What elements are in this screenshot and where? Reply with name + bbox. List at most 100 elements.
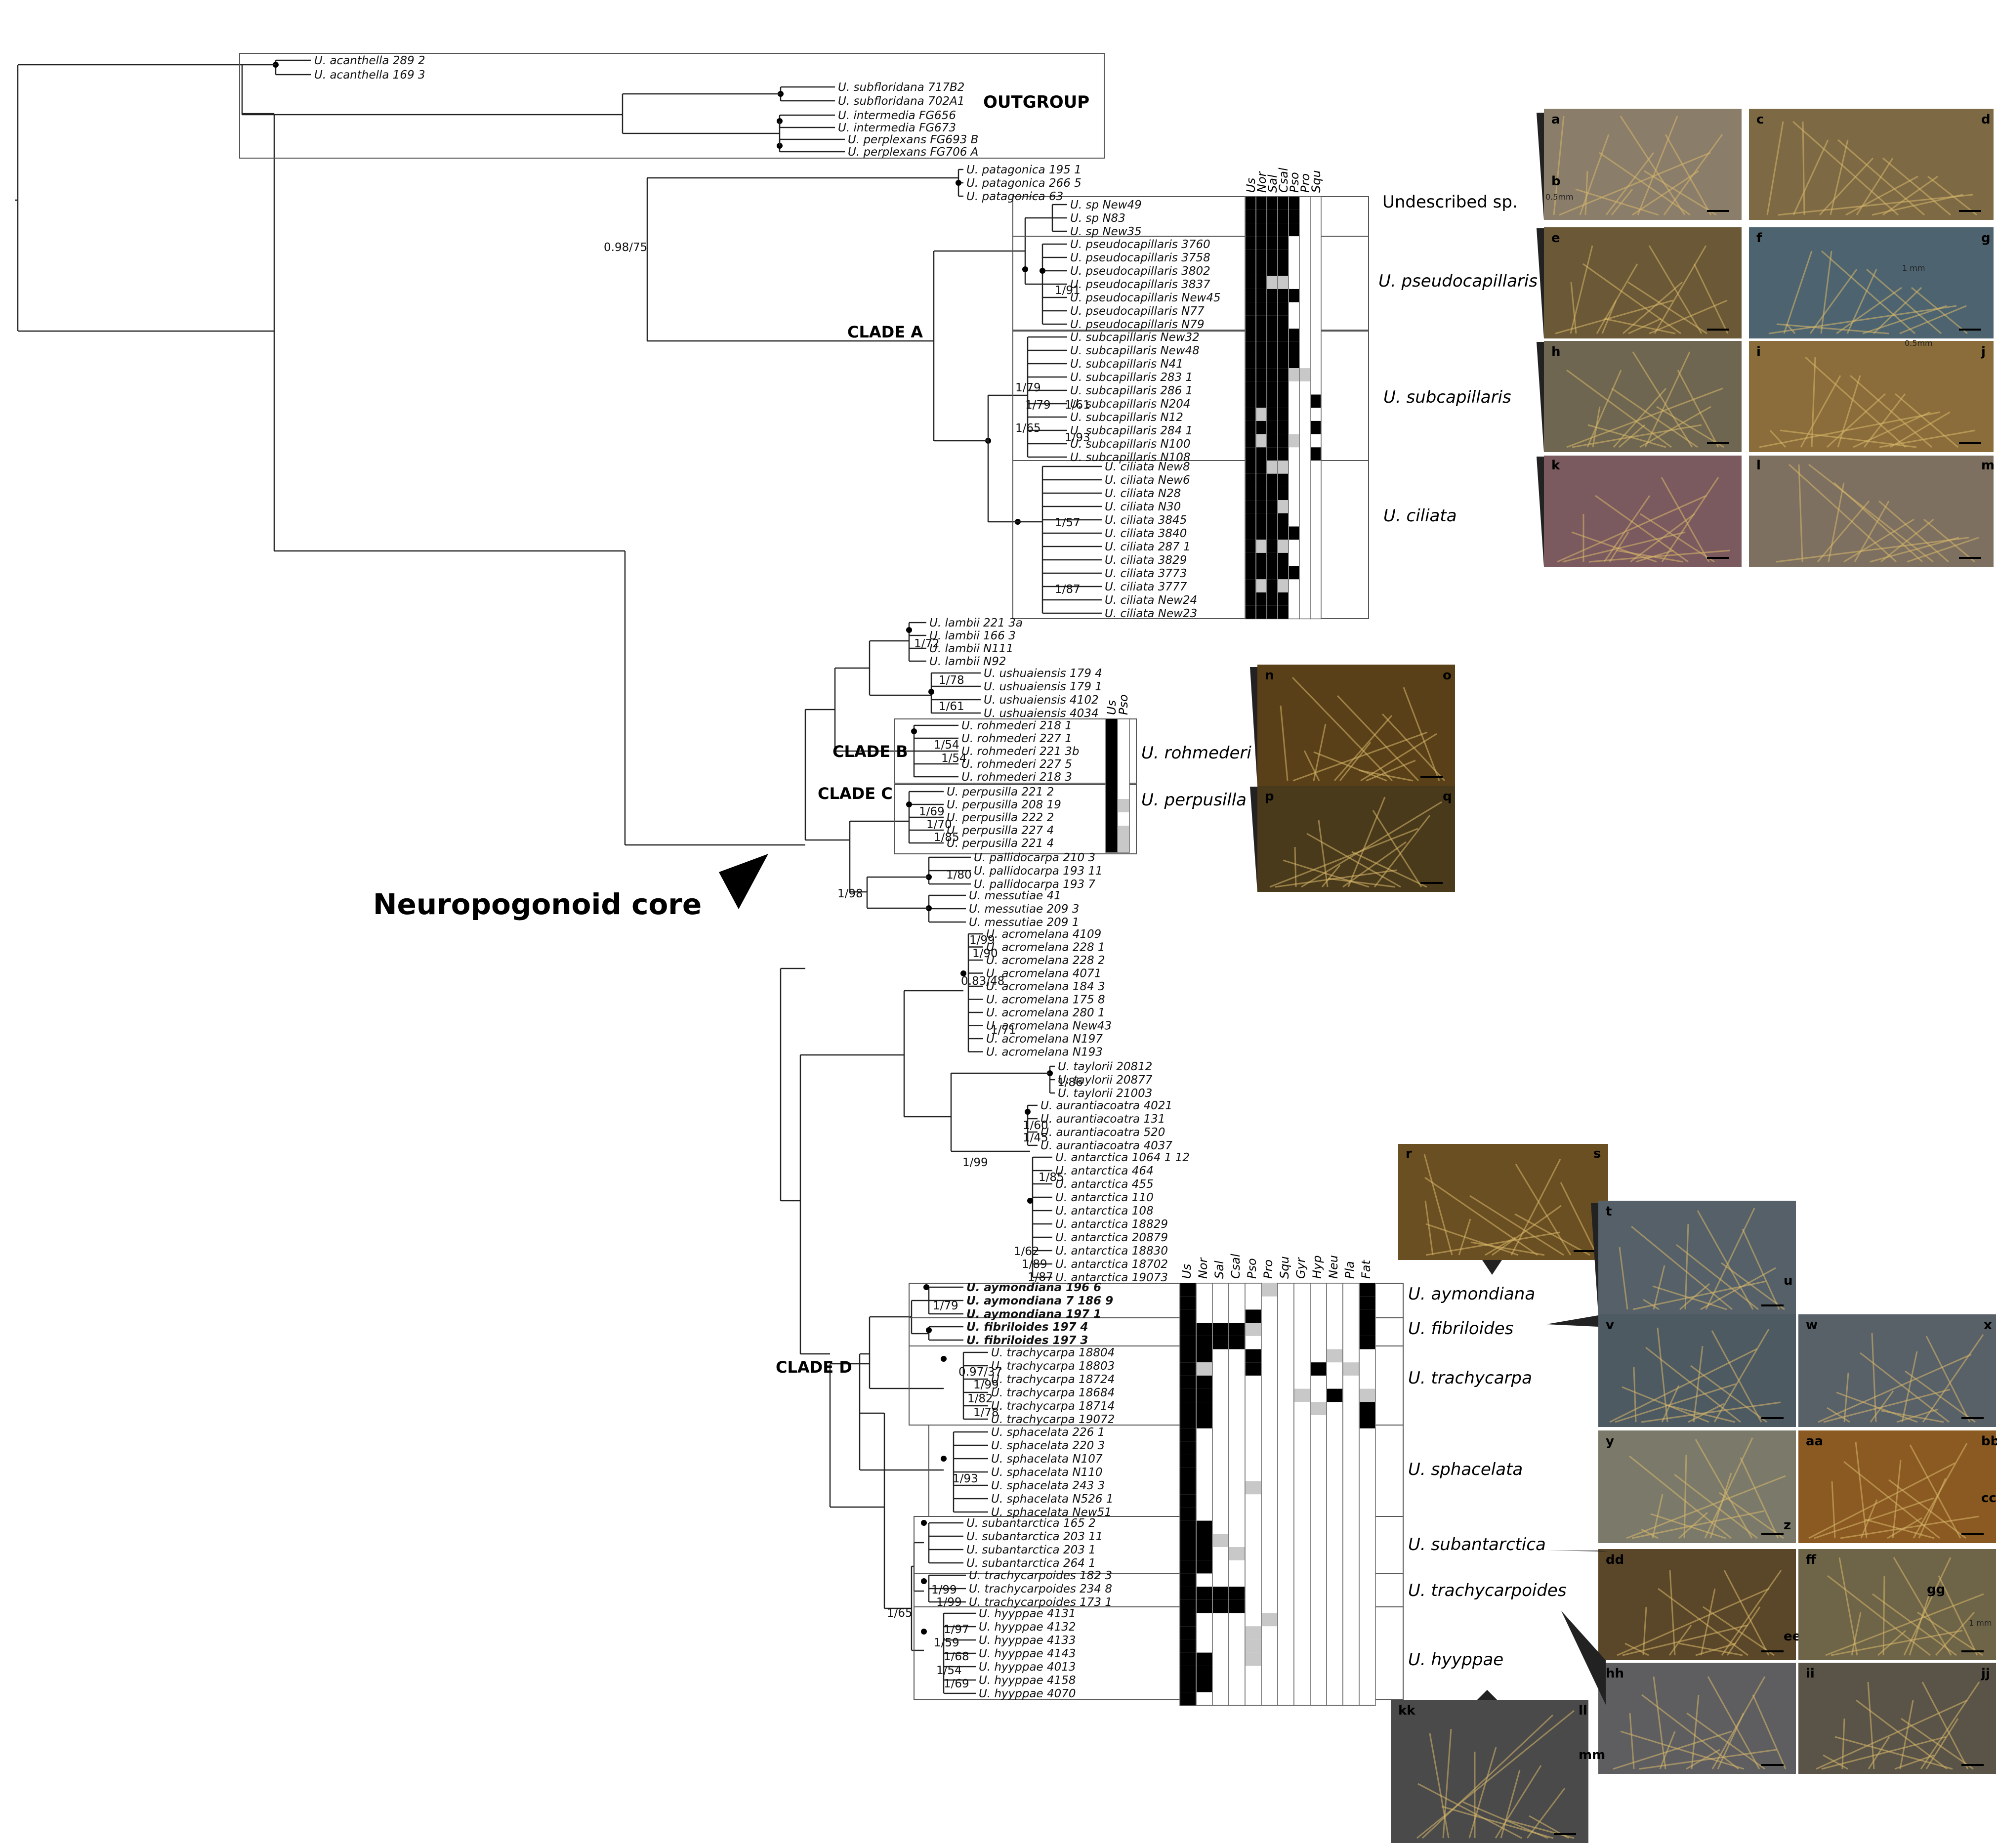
clade-d-matrix-cell (1246, 1362, 1261, 1376)
lichen-branch (1896, 1408, 1939, 1423)
lichen-branch (1872, 287, 1922, 335)
lichen-branch (1553, 116, 1565, 215)
clade-a-matrix-cell (1256, 500, 1266, 513)
clade-a-matrix-cell (1256, 236, 1266, 250)
clade-a-matrix-cell (1267, 262, 1277, 276)
lichen-branch (1804, 356, 1907, 448)
lichen-branch (1814, 1497, 1934, 1539)
clade-d-matrix-cell (1262, 1613, 1277, 1627)
support-value: 1/60 (1023, 1119, 1048, 1132)
matrix-header: Us (1244, 178, 1258, 193)
clade-a-matrix-cell (1246, 276, 1255, 289)
tip-label: U. acromelana 4071 (986, 967, 1101, 980)
photo-panel-letter: ff (1806, 1553, 1817, 1567)
lichen-branch (1721, 1262, 1785, 1310)
support-value: 1/89 (1022, 1258, 1047, 1271)
specimen-photo (1598, 1201, 1796, 1314)
lichen-branch (1468, 1747, 1497, 1839)
clade-a-matrix-cell (1289, 289, 1299, 302)
tip-label: U. hyyppae 4143 (979, 1647, 1076, 1660)
lichen-branch (1776, 323, 1889, 335)
lichen-branch (1668, 1625, 1692, 1656)
clade-d-matrix-cell (1180, 1534, 1196, 1547)
tip-label: U. acromelana 280 1 (986, 1007, 1105, 1019)
lichen-branch (1442, 1728, 1452, 1839)
clade-a-matrix-cell (1246, 315, 1255, 329)
support-node-dot (921, 1578, 927, 1584)
clade-d-matrix-cell (1180, 1692, 1196, 1706)
clade-a-matrix-cell (1289, 341, 1299, 355)
clade-d-matrix-cell (1180, 1296, 1196, 1310)
support-value: 1/80 (946, 869, 972, 882)
lichen-branch (1920, 1681, 1980, 1769)
matrix-header: Pro (1298, 173, 1312, 193)
support-value: 1/68 (944, 1650, 969, 1663)
clade-bc-matrix-cell (1106, 799, 1117, 812)
clade-a-matrix-cell (1246, 420, 1255, 434)
tip-label: U. hyyppae 4131 (979, 1607, 1076, 1620)
clade-bc-matrix-cell (1106, 732, 1117, 746)
lichen-branch (1830, 139, 1849, 215)
clade-a-matrix-cell (1246, 579, 1255, 592)
lichen-branch (1709, 1472, 1732, 1539)
clade-a-matrix-cell (1256, 566, 1266, 580)
matrix-header: Squ (1278, 1256, 1291, 1279)
lichen-branch (1644, 351, 1691, 448)
lichen-branch (1658, 1588, 1748, 1656)
tip-label: U. patagonica 63 (966, 190, 1063, 203)
lichen-branch (1925, 1336, 1971, 1423)
lichen-branch (1604, 318, 1676, 335)
support-value: 1/61 (939, 700, 964, 713)
support-value: 1/82 (967, 1392, 993, 1405)
lichen-branch (1336, 695, 1419, 782)
lichen-branch (1639, 406, 1711, 448)
lichen-branch (1669, 1570, 1676, 1656)
matrix-header: Pso (1117, 694, 1130, 715)
clade-a-matrix-cell (1267, 408, 1277, 421)
clade-a-matrix-cell (1246, 526, 1255, 540)
lichen-branch (1654, 245, 1707, 334)
clade-bc-matrix-cell (1118, 826, 1129, 839)
clade-d-matrix-cell (1180, 1336, 1196, 1349)
clade-d-matrix-cell (1197, 1336, 1212, 1349)
matrix-column (1293, 1283, 1311, 1706)
clade-a-matrix-cell (1246, 447, 1255, 461)
lichen-branch (1843, 1372, 1849, 1423)
clade-d-matrix-cell (1197, 1388, 1212, 1402)
matrix-header: Fat (1359, 1259, 1373, 1279)
tip-label: U. patagonica 195 1 (966, 164, 1082, 176)
lichen-branch (1726, 1606, 1761, 1656)
photo-panel-letter: s (1593, 1146, 1601, 1161)
lichen-branch (1661, 477, 1710, 562)
tip-label: U. messutiae 209 3 (969, 903, 1079, 916)
lichen-branch (1470, 1241, 1545, 1256)
clade-a-matrix-cell (1278, 447, 1288, 461)
clade-a-matrix-cell (1256, 197, 1266, 210)
lichen-branch (1901, 1718, 1974, 1770)
support-value: 1/87 (1055, 583, 1081, 596)
lichen-branch (1624, 1642, 1649, 1656)
lichen-branch (1663, 134, 1723, 215)
lichen-branch (1619, 1247, 1628, 1310)
clade-a-matrix-cell (1246, 461, 1255, 474)
lichen-branch (1817, 501, 1870, 562)
species-label: U. subantarctica (1408, 1535, 1546, 1554)
lichen-branch (1628, 318, 1662, 335)
support-value: 1/99 (973, 1379, 999, 1391)
tip-label: U. subcapillaris N100 (1070, 438, 1190, 451)
clade-a-matrix-cell (1267, 355, 1277, 369)
clade-a-matrix-cell (1300, 368, 1310, 381)
species-label: U. hyyppae (1408, 1650, 1503, 1670)
lichen-branch (1872, 1593, 1957, 1656)
lichen-branch (1616, 549, 1683, 563)
tip-label: U. subcapillaris 284 1 (1070, 424, 1193, 437)
clade-d-matrix-cell (1180, 1547, 1196, 1560)
clade-a-matrix-cell (1256, 447, 1266, 461)
clade-d-matrix-cell (1197, 1666, 1212, 1679)
clade-a-matrix-cell (1278, 223, 1288, 237)
lichen-branch (1424, 1176, 1538, 1256)
photo-panel-letter: a (1551, 112, 1560, 127)
clade-a-matrix-cell (1278, 329, 1288, 342)
clade-bc-matrix-cell (1118, 799, 1129, 812)
lichen-branch (1342, 841, 1407, 888)
